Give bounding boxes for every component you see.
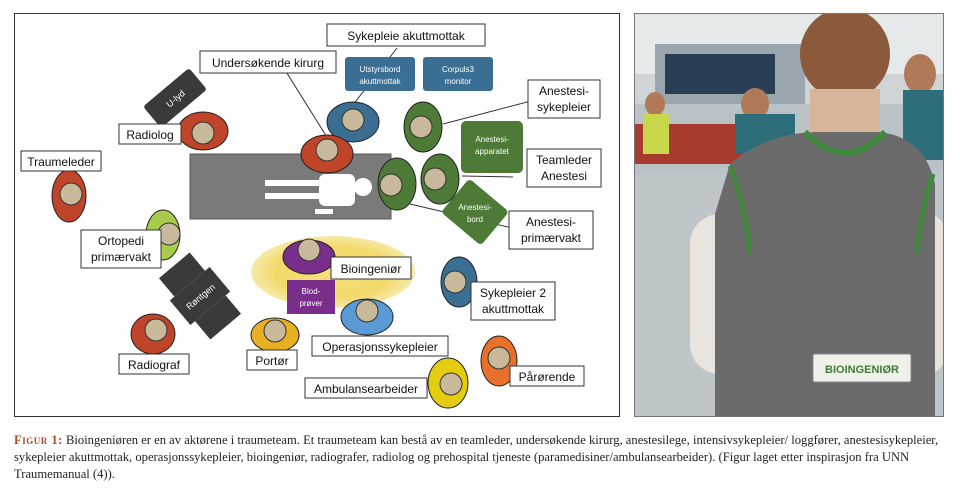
utstyrsbord-label-1: Utstyrsbord <box>360 65 401 74</box>
label-radiograf: Radiograf <box>128 358 181 372</box>
label-anestesisykepleier-2: sykepleier <box>537 100 591 114</box>
label-teamleder-2: Anestesi <box>541 169 587 183</box>
label-parorende: Pårørende <box>519 370 576 384</box>
label-operasjonssykepleier: Operasjonssykepleier <box>322 340 437 354</box>
person-markers <box>51 101 518 409</box>
caption-text: Bioingeniøren er en av aktørene i traume… <box>14 433 939 481</box>
role-labels: Sykepleie akuttmottak Undersøkende kirur… <box>20 23 602 399</box>
rontgen-machine: Røntgen <box>158 252 242 340</box>
blodprover-box: Blod- prøver <box>287 280 335 314</box>
anestesiapparatet-label-1: Anestesi- <box>475 135 509 144</box>
anestesibord-box <box>442 180 508 244</box>
utstyrsbord-box: Utstyrsbord akuttmottak <box>345 57 415 91</box>
blodprover-label-1: Blod- <box>302 287 321 296</box>
utstyrsbord-label-2: akuttmottak <box>359 77 401 86</box>
label-ortopedi-1: Ortopedi <box>98 234 144 248</box>
label-portor: Portør <box>255 354 288 368</box>
trauma-team-diagram: Utstyrsbord akuttmottak Corpuls3 monitor… <box>14 13 620 417</box>
diagram-canvas: Utstyrsbord akuttmottak Corpuls3 monitor… <box>20 23 602 409</box>
label-sykepleier2-1: Sykepleier 2 <box>480 286 546 300</box>
label-traumeleder: Traumeleder <box>27 155 95 169</box>
photo-canvas: BIOINGENIØR <box>635 14 943 416</box>
label-anestesiprimaervakt-2: primærvakt <box>521 231 582 245</box>
vest-label: BIOINGENIØR <box>825 364 899 376</box>
anestesibord-label-2: bord <box>467 215 483 224</box>
corpuls-box: Corpuls3 monitor <box>423 57 493 91</box>
u-lyd-machine: U-lyd <box>144 69 206 127</box>
corpuls-label-2: monitor <box>445 77 472 86</box>
figure-caption: Figur 1: Bioingeniøren er en av aktørene… <box>14 432 944 483</box>
label-teamleder-1: Teamleder <box>536 153 592 167</box>
label-anestesisykepleier-1: Anestesi- <box>539 84 589 98</box>
patient-figure <box>265 167 372 214</box>
anestesiapparatet-label-2: apparatet <box>475 147 510 156</box>
vest-badge <box>812 353 912 383</box>
label-bioingenior: Bioingeniør <box>341 262 402 276</box>
label-ortopedi-2: primærvakt <box>91 250 152 264</box>
label-anestesiprimaervakt-1: Anestesi- <box>526 215 576 229</box>
label-sykepleier2-2: akuttmottak <box>482 302 545 316</box>
bioingenior-photo: BIOINGENIØR <box>634 13 944 417</box>
corpuls-label-1: Corpuls3 <box>442 65 475 74</box>
label-sykepleie-akuttmottak: Sykepleie akuttmottak <box>347 29 465 43</box>
label-undersokende-kirurg: Undersøkende kirurg <box>212 56 324 70</box>
anestesiapparatet-box: Anestesi- apparatet <box>461 121 523 173</box>
figure-label: Figur 1: <box>14 433 63 447</box>
label-ambulansearbeider: Ambulansearbeider <box>314 382 418 396</box>
blodprover-label-2: prøver <box>299 299 322 308</box>
anestesibord-label-1: Anestesi- <box>458 203 492 212</box>
label-radiolog: Radiolog <box>126 128 173 142</box>
